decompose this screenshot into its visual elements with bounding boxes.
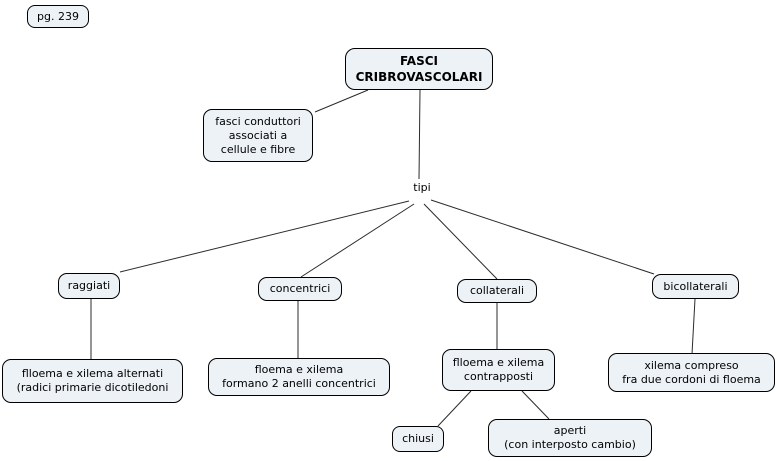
connector-root-definition	[314, 89, 369, 113]
node-raggiati-detail[interactable]: flloema e xilema alternati (radici prima…	[2, 359, 183, 403]
connector-tipi-concentrici	[300, 203, 415, 278]
node-concentrici-detail[interactable]: floema e xilema formano 2 anelli concent…	[208, 358, 390, 396]
node-bicollaterali[interactable]: bicollaterali	[652, 274, 739, 299]
node-bicollaterali-detail[interactable]: xilema compreso fra due cordoni di floem…	[608, 353, 775, 392]
connector-contrapposti-aperti	[521, 390, 550, 420]
node-collaterali-detail[interactable]: flloema e xilema contrapposti	[442, 349, 555, 391]
node-raggiati[interactable]: raggiati	[58, 273, 120, 299]
node-chiusi[interactable]: chiusi	[392, 426, 444, 452]
connector-tipi-raggiati	[119, 200, 410, 273]
page-reference-node[interactable]: pg. 239	[27, 5, 89, 28]
linking-phrase-tipi[interactable]: tipi	[403, 181, 441, 194]
node-concentrici[interactable]: concentrici	[258, 277, 342, 301]
node-collaterali[interactable]: collaterali	[457, 279, 537, 303]
connector-bicollaterali-detail	[691, 298, 696, 355]
node-aperti[interactable]: aperti (con interposto cambio)	[488, 419, 652, 457]
connector-tipi-bicollaterali	[430, 199, 655, 275]
node-fasci-cribrovascolari[interactable]: FASCI CRIBROVASCOLARI	[345, 48, 493, 90]
node-definition-fasci-conduttori[interactable]: fasci conduttori associati a cellule e f…	[203, 109, 313, 162]
connector-tipi-collaterali	[423, 203, 498, 280]
connector-contrapposti-chiusi	[437, 390, 472, 427]
connector-root-tipi	[418, 89, 421, 180]
